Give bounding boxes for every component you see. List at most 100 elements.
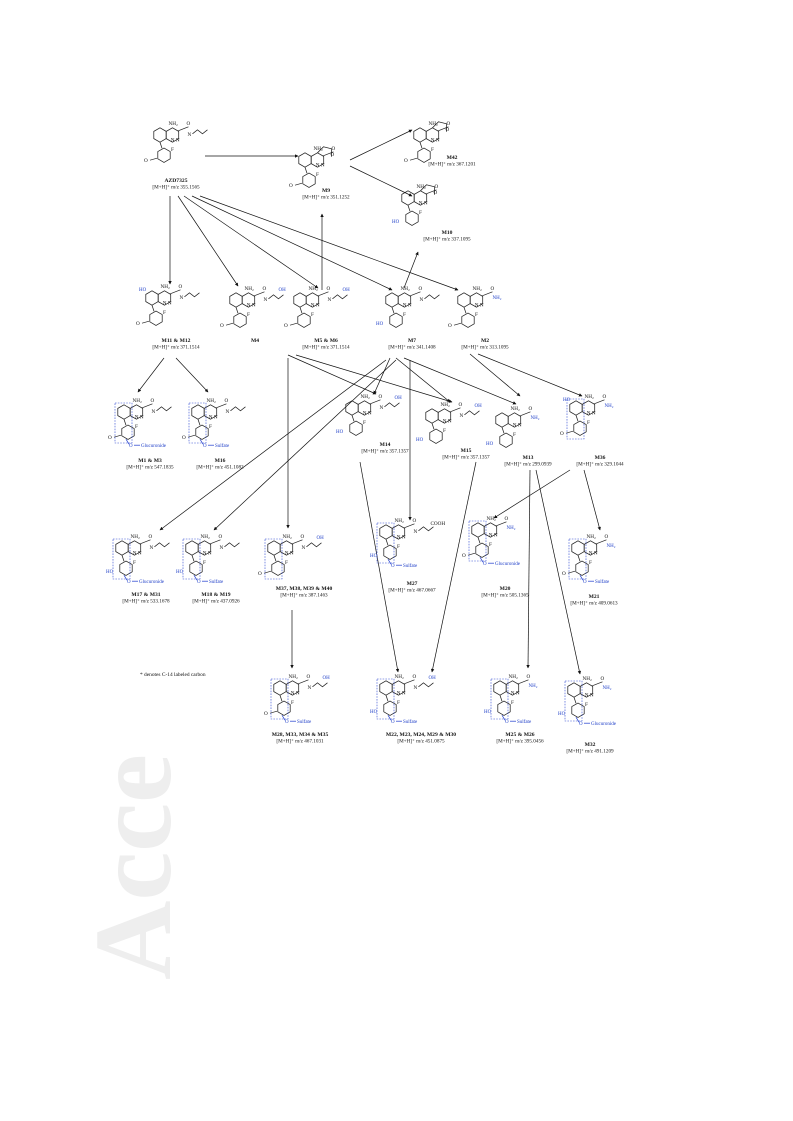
label-m37: M37, M38, M39 & M40[M+H]⁺ m/z 387.1463 xyxy=(276,586,333,599)
amide-n-label: N xyxy=(219,545,223,551)
fluorine-label: F xyxy=(475,312,478,318)
amino-label: NH₂ xyxy=(428,121,437,127)
fluorine-label: F xyxy=(247,312,250,318)
reaction-arrows xyxy=(137,129,601,675)
fluorine-label: F xyxy=(285,560,288,566)
core-ring-a xyxy=(293,292,307,308)
carbonyl-bond xyxy=(404,523,415,529)
conjugate-label: Glucuronide xyxy=(591,722,617,727)
label-m11: M11 & M12[M+H]⁺ m/z 371.1514 xyxy=(152,338,200,351)
core-ring-b xyxy=(310,152,325,168)
c14-footnote: * denotes C-14 labeled carbon xyxy=(140,672,206,678)
reaction-arrow xyxy=(493,469,571,519)
triazole-ring xyxy=(420,184,435,195)
core-ring-b xyxy=(129,404,144,420)
amide-n-label: N xyxy=(459,413,463,419)
ring-n-label: N xyxy=(290,551,294,557)
metabolic-site-box xyxy=(490,678,509,720)
compound-name: M11 & M12 xyxy=(162,338,191,344)
ring-n-label: N xyxy=(363,411,367,417)
compound-mz: [M+H]⁺ m/z 505.1365 xyxy=(481,593,529,599)
carbonyl-o-label: O xyxy=(148,534,152,540)
compound-mz: [M+H]⁺ m/z 547.1835 xyxy=(126,465,174,471)
compound-mz: [M+H]⁺ m/z 357.1357 xyxy=(442,455,490,461)
hydroxy-label: HO xyxy=(370,554,378,559)
methoxy-bond xyxy=(187,434,196,438)
carbonyl-bond xyxy=(210,539,221,545)
amino-label: NH₂ xyxy=(132,398,141,404)
methoxy-bond xyxy=(141,320,150,324)
label-m15: M15[M+H]⁺ m/z 357.1357 xyxy=(442,448,490,461)
alkyl-chain xyxy=(268,294,284,300)
ring-n-label: N xyxy=(368,411,372,417)
aryl-bond xyxy=(499,695,503,702)
label-m1: M1 & M3[M+H]⁺ m/z 547.1835 xyxy=(126,458,174,471)
ring-n-label: N xyxy=(296,691,300,697)
aryl-bond xyxy=(477,537,481,544)
amide-n-label: N xyxy=(149,545,153,551)
fluorine-label: F xyxy=(171,147,174,153)
core-ring-a xyxy=(571,540,585,556)
aryl-bond xyxy=(419,142,423,149)
core-ring-a xyxy=(145,290,159,306)
reaction-arrow xyxy=(349,165,413,197)
conjugate-bond xyxy=(479,557,484,563)
aryl-ring xyxy=(405,210,419,226)
carbonyl-o-label: O xyxy=(600,676,604,682)
label-azd: AZD7325[M+H]⁺ m/z 355.1565 xyxy=(152,178,200,191)
conjugate-label: Glucuronide xyxy=(495,562,521,567)
fluorine-label: F xyxy=(589,560,592,566)
conjugate-o-label: O xyxy=(391,564,395,569)
reaction-arrow xyxy=(349,129,413,161)
fluorine-label: F xyxy=(489,542,492,548)
conjugate-bond xyxy=(575,717,580,723)
amino-label: NH₂ xyxy=(394,518,403,524)
fluorine-label: F xyxy=(443,428,446,434)
amide-nh2-label: NH₂ xyxy=(604,404,613,409)
alkyl-chain xyxy=(230,406,246,412)
ring-o-label: O xyxy=(433,190,437,196)
amino-label: NH₂ xyxy=(416,184,425,190)
carbonyl-bond xyxy=(216,403,227,409)
amide-nh2-label: NH₂ xyxy=(528,684,537,689)
compound-name: M10 xyxy=(442,230,453,236)
core-ring-b xyxy=(397,292,412,308)
carbonyl-bond xyxy=(496,521,507,527)
aryl-ring xyxy=(121,424,135,440)
aryl-bond xyxy=(235,307,239,314)
reaction-arrow xyxy=(430,461,477,673)
reaction-arrow xyxy=(287,354,377,395)
carbonyl-bond xyxy=(370,399,381,405)
compound-mz: [M+H]⁺ m/z 395.0456 xyxy=(496,739,544,745)
alkyl-chain xyxy=(156,406,172,412)
methoxy-bond xyxy=(263,570,272,574)
label-m9: M9[M+H]⁺ m/z 351.1252 xyxy=(302,188,350,201)
ring-n-label: N xyxy=(516,691,520,697)
aryl-bond xyxy=(501,427,505,434)
aryl-bond xyxy=(351,415,355,422)
carbonyl-o-label: O xyxy=(490,286,494,292)
acid-label: COOH xyxy=(430,521,445,527)
compound-name: M4 xyxy=(251,338,259,344)
conjugate-o-label: O xyxy=(203,444,207,449)
core-ring-a xyxy=(379,524,393,540)
carbonyl-bond xyxy=(482,291,493,297)
amino-label: NH₂ xyxy=(472,286,481,292)
fluorine-label: F xyxy=(397,544,400,550)
aryl-bond xyxy=(463,307,467,314)
amino-label: NH₂ xyxy=(308,286,317,292)
fluorine-label: F xyxy=(363,420,366,426)
aryl-ring xyxy=(389,312,403,328)
core-ring-b xyxy=(581,400,596,416)
compound-mz: [M+H]⁺ m/z 367.1201 xyxy=(428,162,476,168)
amide-n-label: N xyxy=(413,685,417,691)
